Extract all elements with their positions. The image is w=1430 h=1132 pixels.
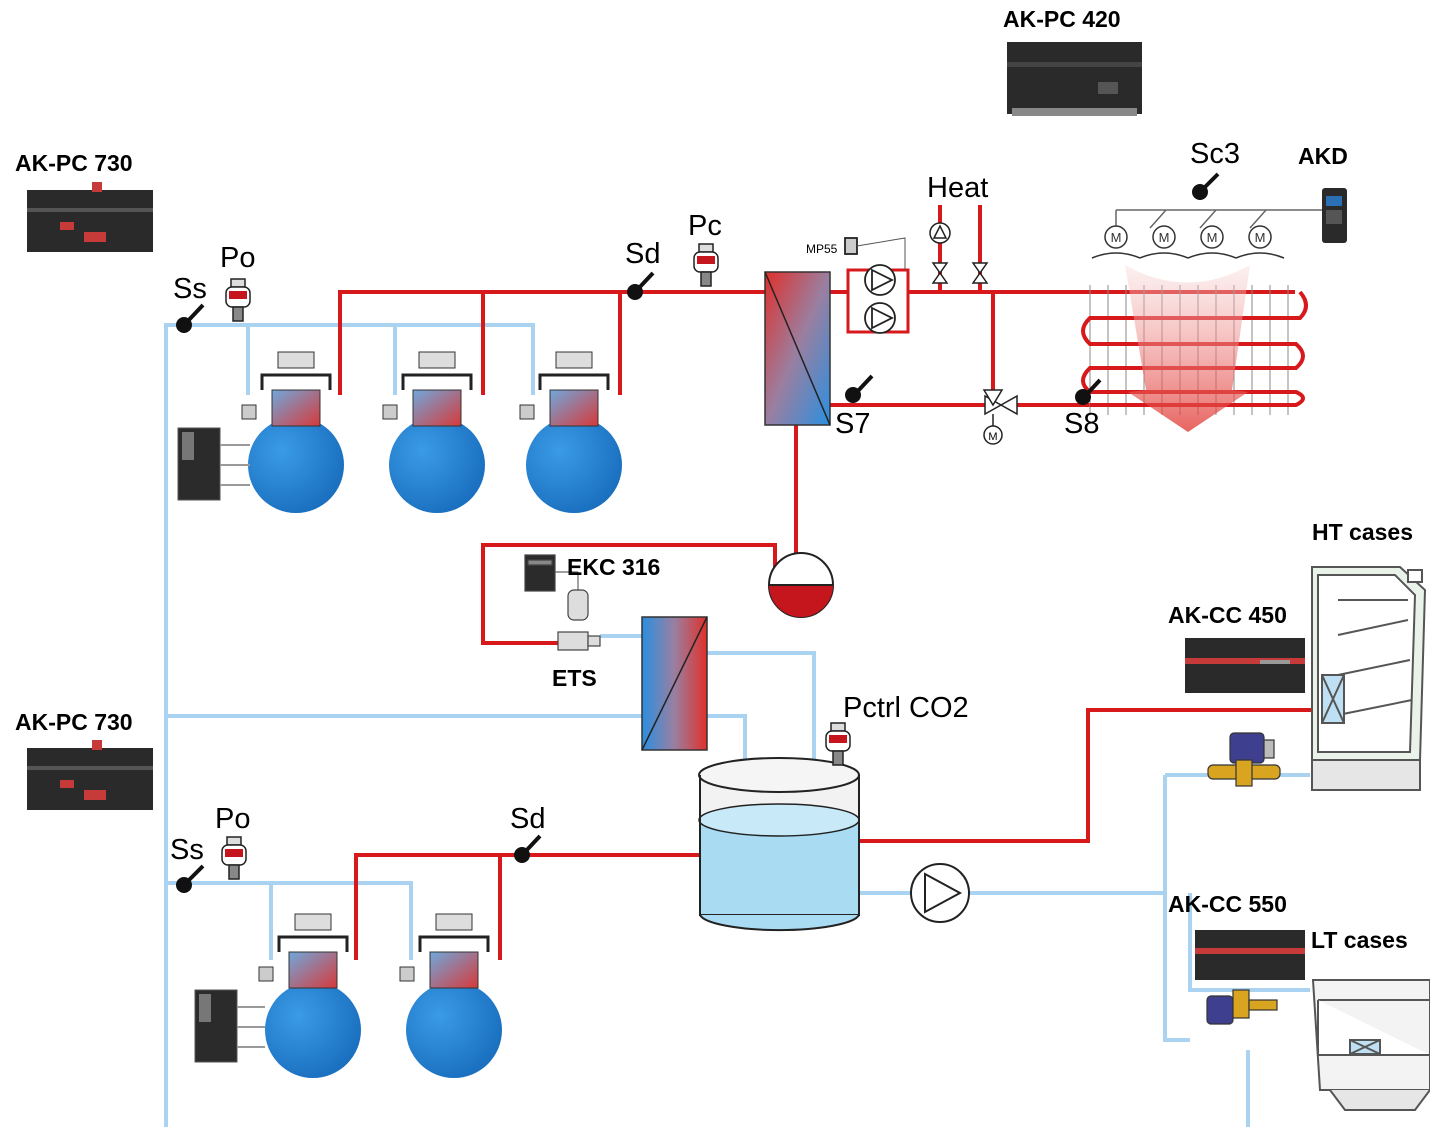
airflow-arrow bbox=[1125, 265, 1250, 432]
lt-solenoid-valve bbox=[1206, 989, 1278, 1025]
receiver bbox=[768, 552, 834, 618]
compressors-bottom bbox=[194, 913, 502, 1078]
label-ak-pc-730-top: AK-PC 730 bbox=[15, 150, 133, 176]
controller-ak-pc-420 bbox=[1007, 42, 1142, 116]
svg-text:M: M bbox=[1255, 230, 1266, 245]
controller-akd bbox=[1322, 188, 1347, 243]
svg-text:M: M bbox=[1207, 230, 1218, 245]
svg-text:M: M bbox=[988, 431, 997, 443]
label-heat: Heat bbox=[927, 172, 989, 204]
ets-valve bbox=[524, 554, 601, 651]
label-po-top: Po bbox=[220, 242, 256, 274]
label-lt-cases: LT cases bbox=[1311, 927, 1408, 953]
lt-display-case bbox=[1311, 979, 1430, 1111]
svg-text:M: M bbox=[1111, 230, 1122, 245]
label-ekc-316: EKC 316 bbox=[567, 554, 661, 580]
controller-ak-pc-730-top bbox=[27, 182, 153, 252]
co2-receiver-vessel bbox=[698, 757, 860, 932]
label-ak-pc-730-bottom: AK-PC 730 bbox=[15, 709, 133, 735]
label-s8: S8 bbox=[1064, 408, 1100, 440]
label-po-bottom: Po bbox=[215, 803, 251, 835]
condenser-fans: M M M M bbox=[1091, 209, 1345, 259]
label-sd-bottom: Sd bbox=[510, 803, 546, 835]
label-ss-bottom: Ss bbox=[170, 834, 204, 866]
label-sd-top: Sd bbox=[625, 238, 661, 270]
label-ht-cases: HT cases bbox=[1312, 519, 1414, 545]
label-ak-pc-420: AK-PC 420 bbox=[1003, 6, 1121, 32]
label-sc3: Sc3 bbox=[1190, 138, 1240, 170]
label-ak-cc-450: AK-CC 450 bbox=[1168, 602, 1287, 628]
label-ak-cc-550: AK-CC 550 bbox=[1168, 891, 1287, 917]
compressors-top bbox=[177, 351, 622, 513]
heat-recovery-pumps bbox=[844, 237, 910, 334]
label-pc: Pc bbox=[688, 210, 722, 242]
label-mp55: MP55 bbox=[806, 242, 838, 256]
label-s7: S7 bbox=[835, 408, 871, 440]
controller-ak-cc-550 bbox=[1195, 930, 1305, 980]
discharge-lines bbox=[338, 205, 1312, 960]
label-ss-top: Ss bbox=[173, 273, 207, 305]
label-pctrl-co2: Pctrl CO2 bbox=[843, 692, 969, 724]
ht-solenoid-valve bbox=[1207, 732, 1281, 787]
co2-pump bbox=[910, 863, 970, 923]
label-akd: AKD bbox=[1298, 143, 1348, 169]
pressure-transmitters bbox=[221, 243, 851, 880]
ht-display-case bbox=[1311, 566, 1427, 791]
temperature-sensors bbox=[176, 172, 1220, 893]
svg-text:M: M bbox=[1159, 230, 1170, 245]
controller-ak-pc-730-bottom bbox=[27, 740, 153, 810]
heat-circuit-devices: M bbox=[929, 222, 1018, 445]
label-ets: ETS bbox=[552, 665, 597, 691]
controller-ak-cc-450 bbox=[1185, 638, 1305, 693]
